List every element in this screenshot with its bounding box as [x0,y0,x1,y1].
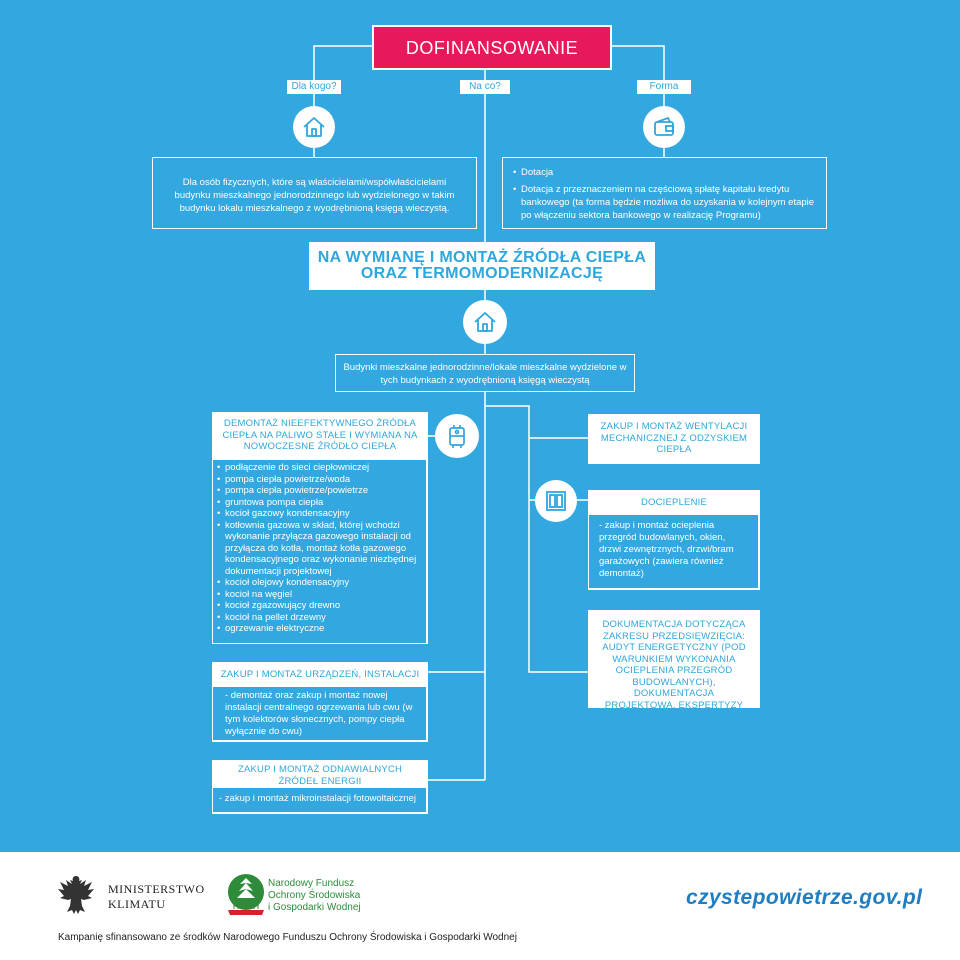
who-box: Dla osób fizycznych, które są właściciel… [152,157,477,229]
urzadzenia-title: ZAKUP I MONTAŻ URZĄDZEŃ, INSTALACJI [220,669,420,680]
footer: MINISTERSTWO KLIMATU Narodowy Fundusz Oc… [0,852,960,960]
main-title: NA WYMIANĘ I MONTAŻ ŹRÓDŁA CIEPŁA ORAZ T… [309,242,655,290]
list-item: kocioł olejowy kondensacyjny [215,577,422,589]
buildings-text: Budynki mieszkalne jednorodzinne/lokale … [343,362,627,386]
oze-text: - zakup i montaż mikroinstalacji fotowol… [219,793,416,804]
demontaz-title: DEMONTAŻ NIEEFEKTYWNEGO ŹRÓDŁA CIEPŁA NA… [222,418,418,452]
demontaz-list-area: podłączenie do sieci ciepłowniczej pompa… [213,460,426,643]
ministry-name: MINISTERSTWO KLIMATU [108,882,205,912]
form-item: Dotacja z przeznaczeniem na częściową sp… [511,183,818,222]
oze-text-area: - zakup i montaż mikroinstalacji fotowol… [213,788,426,812]
docieplenie-text-area: - zakup i montaż ocieplenia przegród bud… [589,515,758,588]
list-item: kocioł gazowy kondensacyjny [215,508,422,520]
main-title-line1: NA WYMIANĘ I MONTAŻ ŹRÓDŁA CIEPŁA [317,249,647,266]
oze-panel: ZAKUP I MONTAŻ ODNAWIALNYCH ŹRÓDEŁ ENERG… [212,760,428,814]
connector-lines [313,45,665,781]
list-item: pompa ciepła powietrze/powietrze [215,485,422,497]
window-icon [535,480,577,522]
ministry-line1: MINISTERSTWO [108,882,205,896]
question-what: Na co? [460,80,510,94]
list-item: gruntowa pompa ciepła [215,497,422,509]
list-item: podłączenie do sieci ciepłowniczej [215,462,422,474]
question-form: Forma [637,80,691,94]
docieplenie-title: DOCIEPLENIE [640,497,708,508]
wentylacja-panel: ZAKUP I MONTAŻ WENTYLACJI MECHANICZNEJ Z… [588,414,760,464]
fund-name: Narodowy Fundusz Ochrony Środowiska i Go… [268,878,361,914]
list-item: ogrzewanie elektryczne [215,623,422,635]
house-icon [293,106,335,148]
list-item: kocioł na węgiel [215,589,422,601]
diagram-canvas: DOFINANSOWANIE Dla kogo? Na co? Forma Dl… [0,0,960,852]
oze-title: ZAKUP I MONTAŻ ODNAWIALNYCH ŹRÓDEŁ ENERG… [237,764,403,787]
website-link[interactable]: czystepowietrze.gov.pl [686,886,923,909]
fund-line2: Ochrony Środowiska [268,890,361,901]
wentylacja-title: ZAKUP I MONTAŻ WENTYLACJI MECHANICZNEJ Z… [600,421,748,455]
who-text: Dla osób fizycznych, które są właściciel… [174,177,455,214]
dokumentacja-panel: DOKUMENTACJA DOTYCZĄCA ZAKRESU PRZEDSIĘW… [588,610,760,711]
form-box: Dotacja Dotacja z przeznaczeniem na częś… [502,157,827,229]
urzadzenia-text-area: - demontaż oraz zakup i montaż nowej ins… [213,687,426,740]
fund-logo-icon [226,872,266,916]
wallet-icon [643,106,685,148]
eagle-emblem-icon [54,872,98,918]
fund-line1: Narodowy Fundusz [268,878,355,889]
fund-line3: i Gospodarki Wodnej [268,902,361,913]
demontaz-list: podłączenie do sieci ciepłowniczej pompa… [215,462,422,635]
funding-note: Kampanię sfinansowano ze środków Narodow… [58,932,517,943]
docieplenie-panel: DOCIEPLENIE - zakup i montaż ocieplenia … [588,490,760,590]
house-icon [463,300,507,344]
main-title-line2: ORAZ TERMOMODERNIZACJĘ [360,265,604,282]
dokumentacja-title: DOKUMENTACJA DOTYCZĄCA ZAKRESU PRZEDSIĘW… [602,619,746,711]
list-item: kocioł na pellet drzewny [215,612,422,624]
boiler-icon [435,414,479,458]
urzadzenia-text: - demontaż oraz zakup i montaż nowej ins… [225,690,413,737]
demontaz-panel: DEMONTAŻ NIEEFEKTYWNEGO ŹRÓDŁA CIEPŁA NA… [212,412,428,644]
form-item: Dotacja [511,166,818,179]
ministry-line2: KLIMATU [108,897,166,911]
docieplenie-text: - zakup i montaż ocieplenia przegród bud… [599,520,734,579]
header-funding: DOFINANSOWANIE [372,25,612,70]
list-item: kotłownia gazowa w skład, której wchodzi… [215,520,422,578]
urzadzenia-panel: ZAKUP I MONTAŻ URZĄDZEŃ, INSTALACJI - de… [212,662,428,742]
buildings-box: Budynki mieszkalne jednorodzinne/lokale … [335,354,635,392]
question-who: Dla kogo? [287,80,341,94]
list-item: kocioł zgazowujący drewno [215,600,422,612]
list-item: pompa ciepła powietrze/woda [215,474,422,486]
